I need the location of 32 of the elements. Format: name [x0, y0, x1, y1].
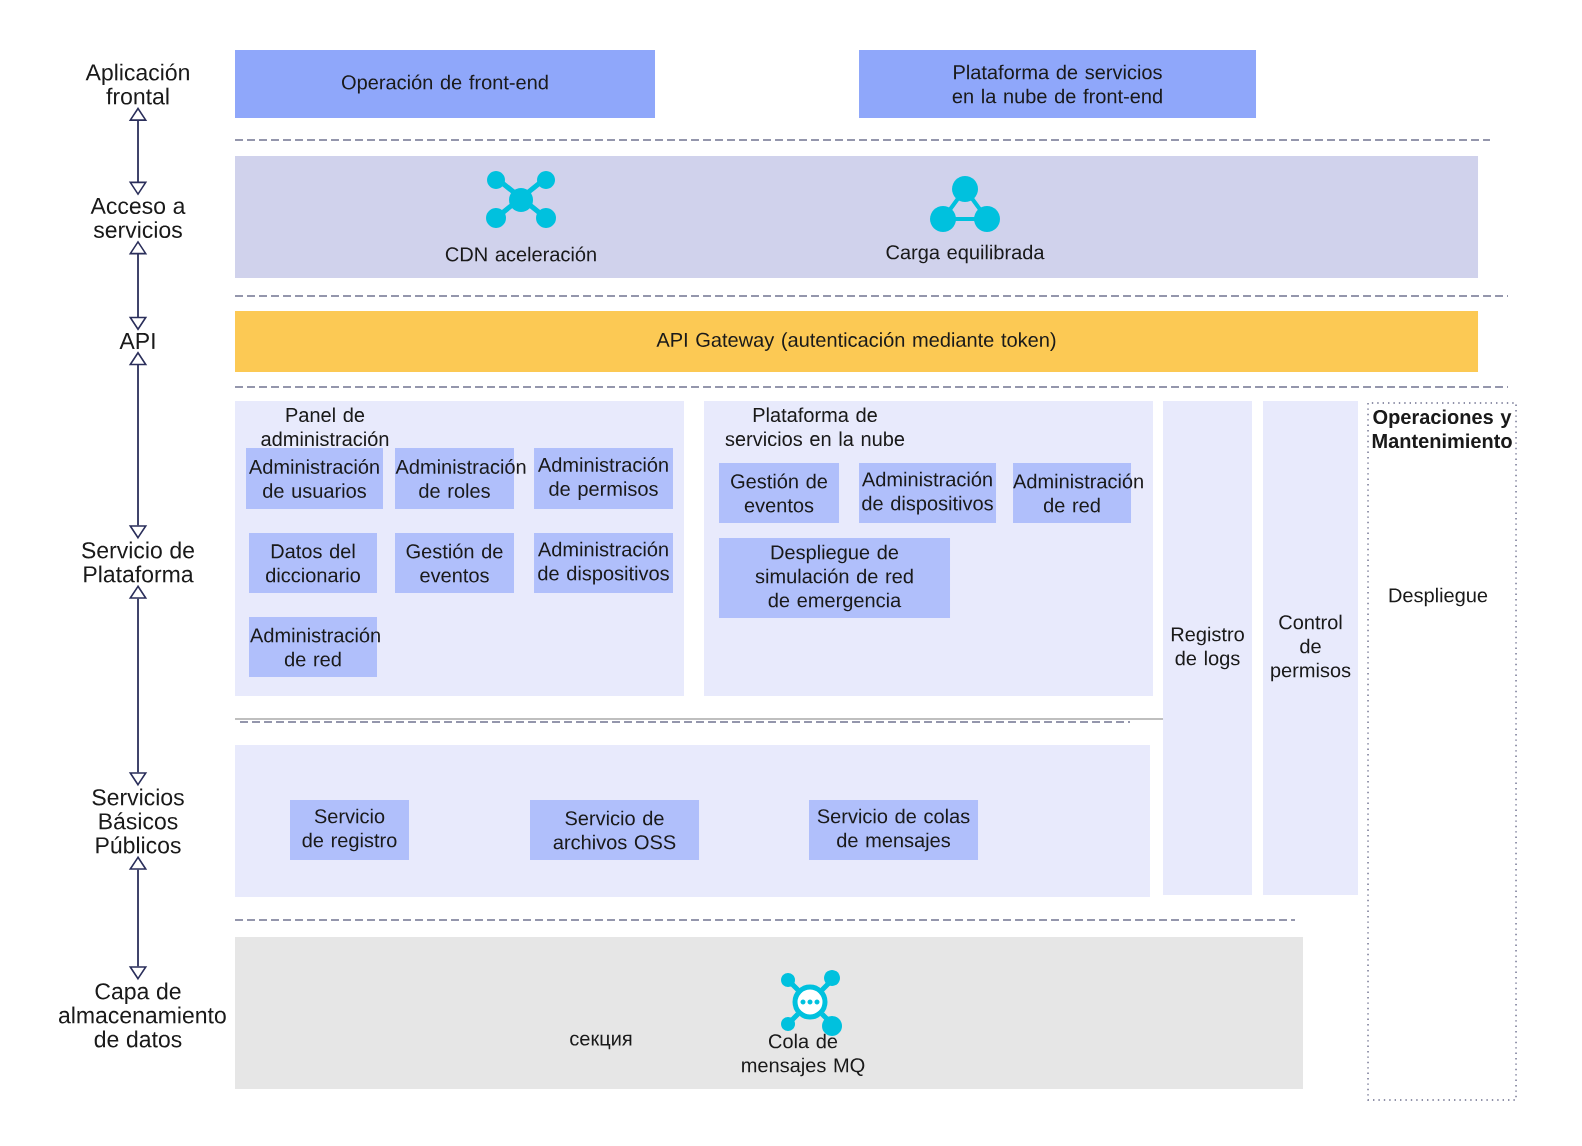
- caption: Cola de mensajes MQ: [742, 1033, 865, 1077]
- service-box: Operación de front-end: [235, 50, 655, 118]
- service-box: Administración de red: [1013, 463, 1143, 523]
- layer-label: API: [119, 333, 155, 349]
- layer-label: Acceso a servicios: [90, 198, 186, 238]
- service-box: Servicio de archivos OSS: [530, 800, 699, 860]
- service-box: API Gateway (autenticación mediante token): [235, 311, 1479, 372]
- service-box: Despliegue de simulación de red de emergencia: [719, 538, 950, 618]
- band: [235, 937, 1303, 1089]
- service-box: Control de permisos: [1263, 401, 1358, 895]
- band: [235, 156, 1479, 278]
- layer-label: Servicios Básicos Públicos: [92, 788, 184, 854]
- service-box: Servicio de registro: [290, 800, 409, 860]
- caption: Carga equilibrada: [886, 244, 1045, 264]
- service-box: Plataforma de servicios en la nube de front-end: [859, 50, 1256, 118]
- layer-label: Servicio de Plataforma: [82, 541, 194, 583]
- caption: CDN aceleración: [445, 246, 596, 262]
- service-box: Administración de permisos: [534, 448, 673, 509]
- layer-label: Aplicación frontal: [85, 63, 189, 105]
- caption: Despliegue: [1389, 587, 1488, 607]
- caption: секция: [570, 1034, 632, 1050]
- service-box: Registro de logs: [1163, 401, 1252, 895]
- service-box: Administración de roles: [395, 448, 526, 509]
- service-box: Datos del diccionario: [249, 533, 377, 593]
- service-box: Administración de dispositivos: [534, 533, 673, 593]
- service-box: Administración de red: [249, 617, 380, 677]
- service-box: Gestión de eventos: [719, 463, 839, 523]
- service-box: Gestión de eventos: [395, 533, 514, 593]
- service-box: Administración de dispositivos: [859, 463, 996, 523]
- layer-label: Capa de almacenamiento de datos: [59, 982, 226, 1048]
- service-box: Servicio de colas de mensajes: [809, 800, 978, 860]
- service-box: Administración de usuarios: [246, 448, 383, 509]
